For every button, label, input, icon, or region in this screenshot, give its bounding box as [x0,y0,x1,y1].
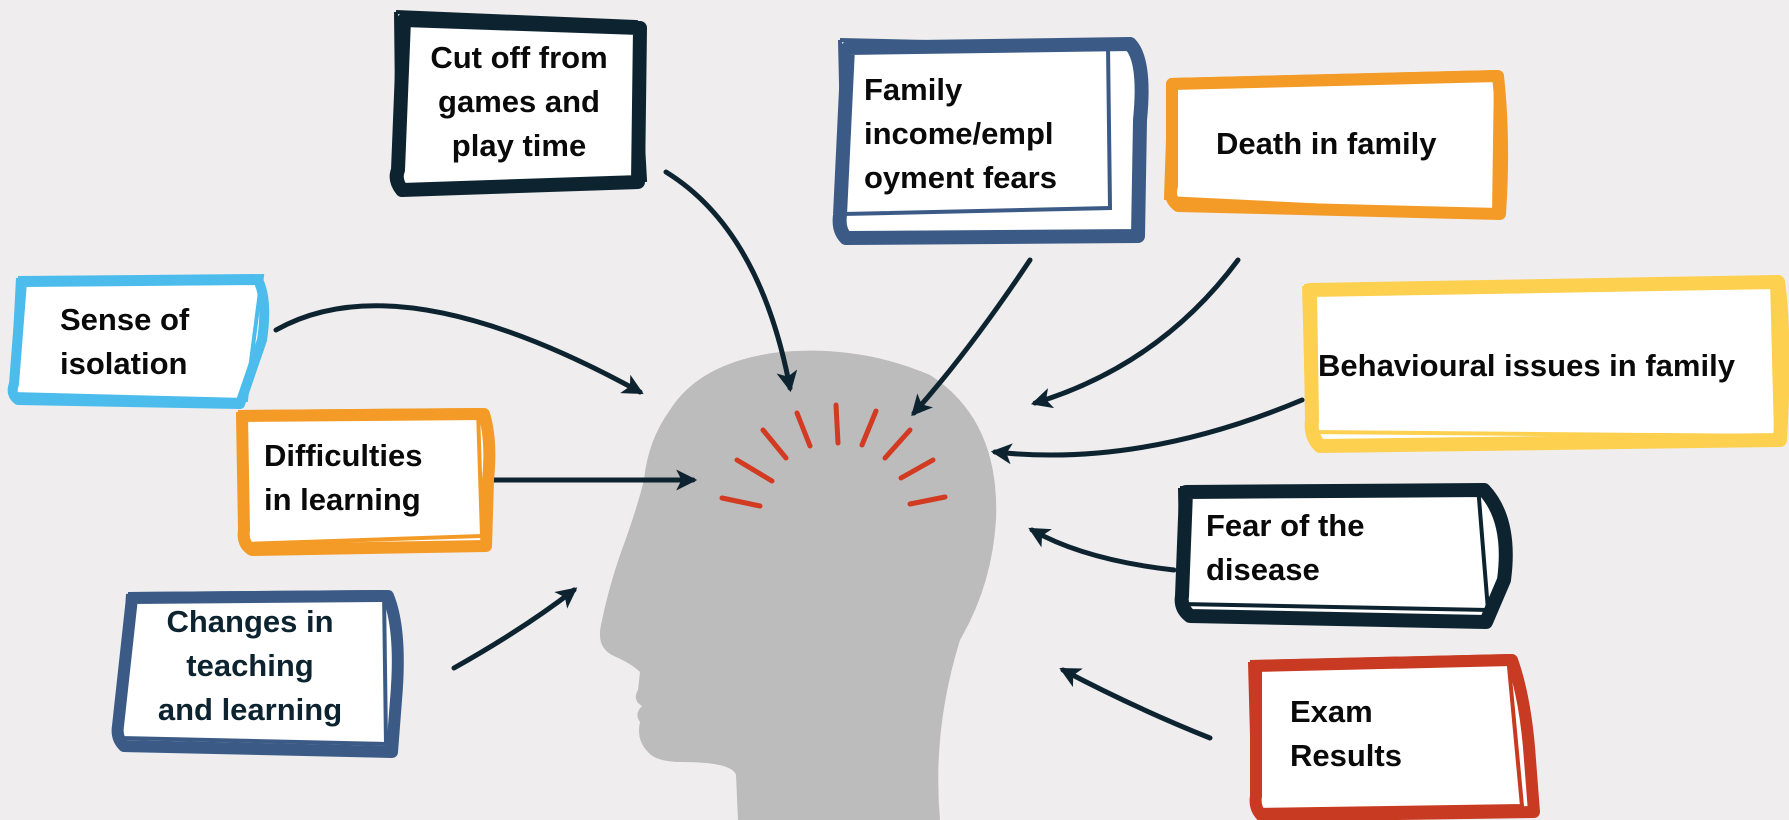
label-cut-off: Cut off from games and play time [430,40,608,163]
box-death [1163,69,1509,220]
label-fear: Fear of the disease [1206,508,1365,587]
box-exam [1248,653,1540,820]
label-exam: Exam Results [1290,694,1402,773]
label-isolation: Sense of isolation [60,302,190,381]
arrow-cut-off [663,169,798,393]
box-family-income [832,37,1149,245]
box-cut-off [389,10,648,197]
box-changes [111,589,404,758]
stress-lines [719,402,948,509]
arrow-isolation [273,303,644,395]
box-behavioural [1302,275,1789,453]
arrow-death [1030,257,1241,409]
label-behavioural: Behavioural issues in family [1318,348,1735,383]
head-outline [599,350,997,820]
box-isolation [7,273,270,409]
arrow-changes [451,587,578,671]
arrow-fear [1028,527,1177,573]
box-difficulties [236,407,496,556]
label-death: Death in family [1216,126,1437,161]
arrow-family-income [911,257,1033,417]
arrow-exam [1059,667,1213,741]
label-family-income: Family income/empl oyment fears [864,72,1057,195]
box-fear [1174,483,1513,629]
label-difficulties: Difficulties in learning [264,438,423,517]
arrow-behavioural [990,397,1305,465]
label-changes: Changes in teaching and learning [157,604,343,727]
